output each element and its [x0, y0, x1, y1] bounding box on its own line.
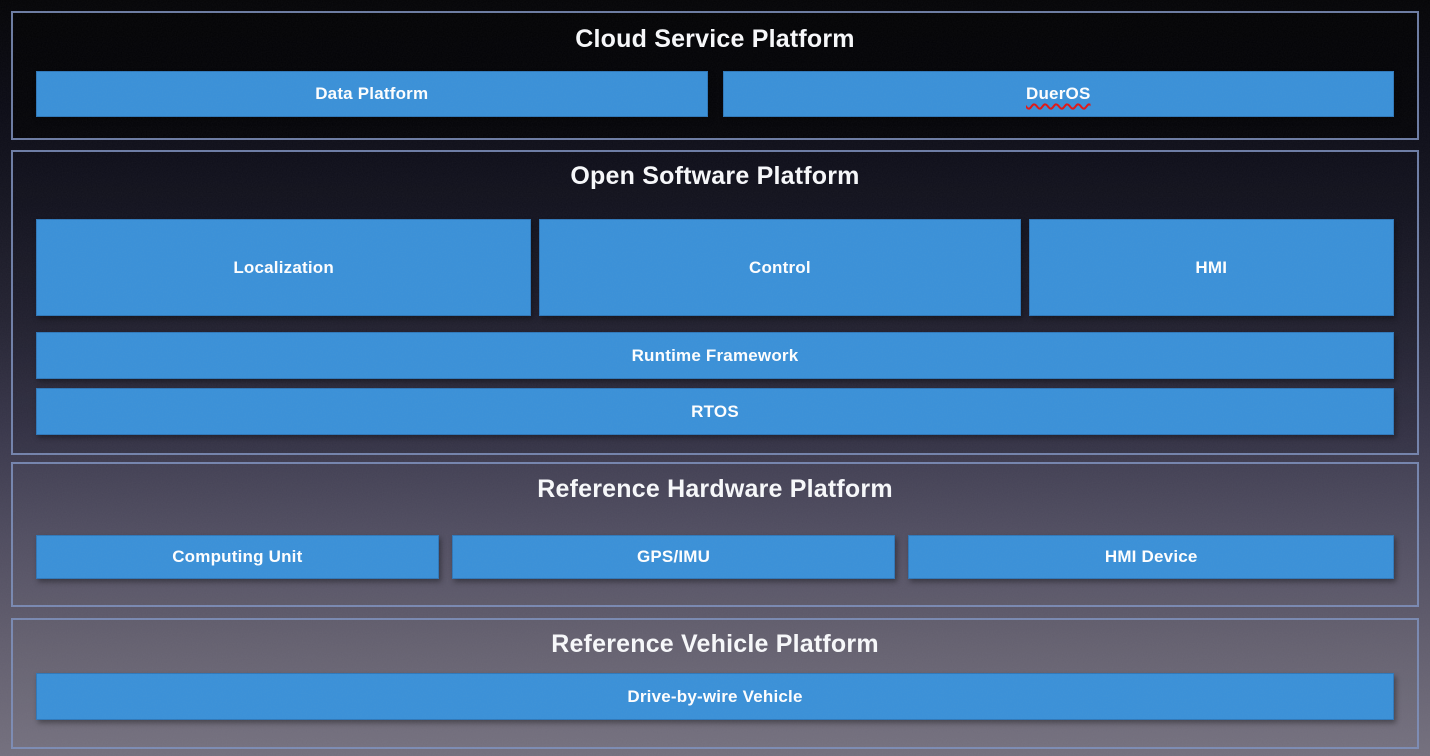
box-control: Control	[539, 219, 1021, 316]
cloud-section-title: Cloud Service Platform	[575, 25, 855, 53]
section-reference-vehicle-platform: Reference Vehicle Platform Drive-by-wire…	[11, 618, 1419, 749]
box-localization-label: Localization	[233, 257, 334, 277]
box-hmi-label: HMI	[1195, 257, 1228, 277]
box-hmi-device: HMI Device	[908, 535, 1395, 579]
box-control-label: Control	[748, 257, 811, 277]
section-reference-hardware-platform: Reference Hardware Platform Computing Un…	[11, 462, 1419, 607]
bar-rtos: RTOS	[36, 388, 1394, 435]
bar-runtime-framework: Runtime Framework	[36, 332, 1394, 379]
software-section-title: Open Software Platform	[570, 162, 860, 190]
vehicle-bars: Drive-by-wire Vehicle	[13, 673, 1417, 720]
cloud-boxes-row: Data Platform DuerOS	[13, 71, 1417, 117]
software-bars: Runtime Framework RTOS	[13, 332, 1417, 435]
box-computing-unit: Computing Unit	[36, 535, 439, 579]
box-localization: Localization	[36, 219, 532, 316]
bar-drive-by-wire-vehicle-label: Drive-by-wire Vehicle	[627, 686, 803, 706]
box-dueros-label: DuerOS	[1026, 84, 1091, 103]
hardware-section-title: Reference Hardware Platform	[537, 475, 893, 503]
box-hmi-device-label: HMI Device	[1104, 547, 1198, 566]
bar-drive-by-wire-vehicle: Drive-by-wire Vehicle	[36, 673, 1394, 720]
bar-rtos-label: RTOS	[691, 401, 739, 421]
hardware-boxes-row: Computing Unit GPS/IMU HMI Device	[13, 535, 1417, 579]
box-dueros: DuerOS	[722, 71, 1394, 117]
box-gps-imu: GPS/IMU	[451, 535, 896, 579]
box-gps-imu-label: GPS/IMU	[636, 547, 711, 566]
box-data-platform: Data Platform	[36, 71, 708, 117]
section-open-software-platform: Open Software Platform Localization Cont…	[11, 150, 1419, 455]
bar-runtime-framework-label: Runtime Framework	[631, 345, 799, 365]
box-data-platform-label: Data Platform	[315, 84, 429, 103]
vehicle-section-title: Reference Vehicle Platform	[551, 630, 879, 658]
box-hmi: HMI	[1028, 219, 1394, 316]
software-modules-row: Localization Control HMI	[13, 219, 1417, 316]
section-cloud-service-platform: Cloud Service Platform Data Platform Due…	[11, 11, 1419, 140]
box-computing-unit-label: Computing Unit	[172, 547, 303, 566]
